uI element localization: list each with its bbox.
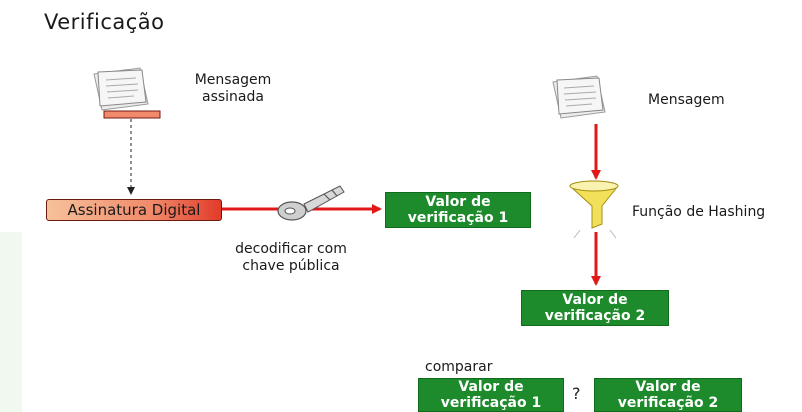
signed-message-label: Mensagem assinada bbox=[178, 72, 288, 106]
verification-value-2-box: Valor de verificação 2 bbox=[521, 290, 669, 326]
compare-right-box: Valor de verificação 2 bbox=[594, 378, 742, 412]
decode-line2: chave pública bbox=[242, 258, 340, 274]
message-document-icon bbox=[552, 75, 606, 119]
compare-left-line1: Valor de bbox=[458, 379, 524, 395]
hashing-label: Função de Hashing bbox=[632, 204, 766, 220]
compare-left-box: Valor de verificação 1 bbox=[418, 378, 564, 412]
key-icon bbox=[277, 185, 345, 221]
compare-left-line2: verificação 1 bbox=[440, 395, 542, 411]
digital-signature-box: Assinatura Digital bbox=[46, 199, 222, 221]
verification-value-2-line2: verificação 2 bbox=[544, 308, 646, 324]
signed-message-line2: assinada bbox=[202, 89, 264, 105]
message-label: Mensagem bbox=[648, 92, 725, 108]
signed-message-document-icon bbox=[93, 67, 149, 111]
verification-value-2-line1: Valor de bbox=[562, 292, 628, 308]
decode-label: decodificar com chave pública bbox=[232, 241, 350, 275]
signature-strip bbox=[103, 110, 161, 119]
background-band bbox=[0, 232, 22, 412]
page-title: Verificação bbox=[44, 10, 165, 34]
funnel-icon bbox=[569, 180, 619, 239]
verification-value-1-line1: Valor de bbox=[425, 194, 491, 210]
compare-right-line2: verificação 2 bbox=[617, 395, 719, 411]
signed-message-line1: Mensagem bbox=[194, 72, 272, 88]
decode-line1: decodificar com bbox=[235, 241, 347, 257]
compare-label: comparar bbox=[425, 359, 493, 375]
compare-right-line1: Valor de bbox=[635, 379, 701, 395]
verification-value-1-line2: verificação 1 bbox=[407, 210, 509, 226]
verification-value-1-box: Valor de verificação 1 bbox=[385, 192, 531, 228]
compare-question-mark: ? bbox=[572, 384, 581, 403]
